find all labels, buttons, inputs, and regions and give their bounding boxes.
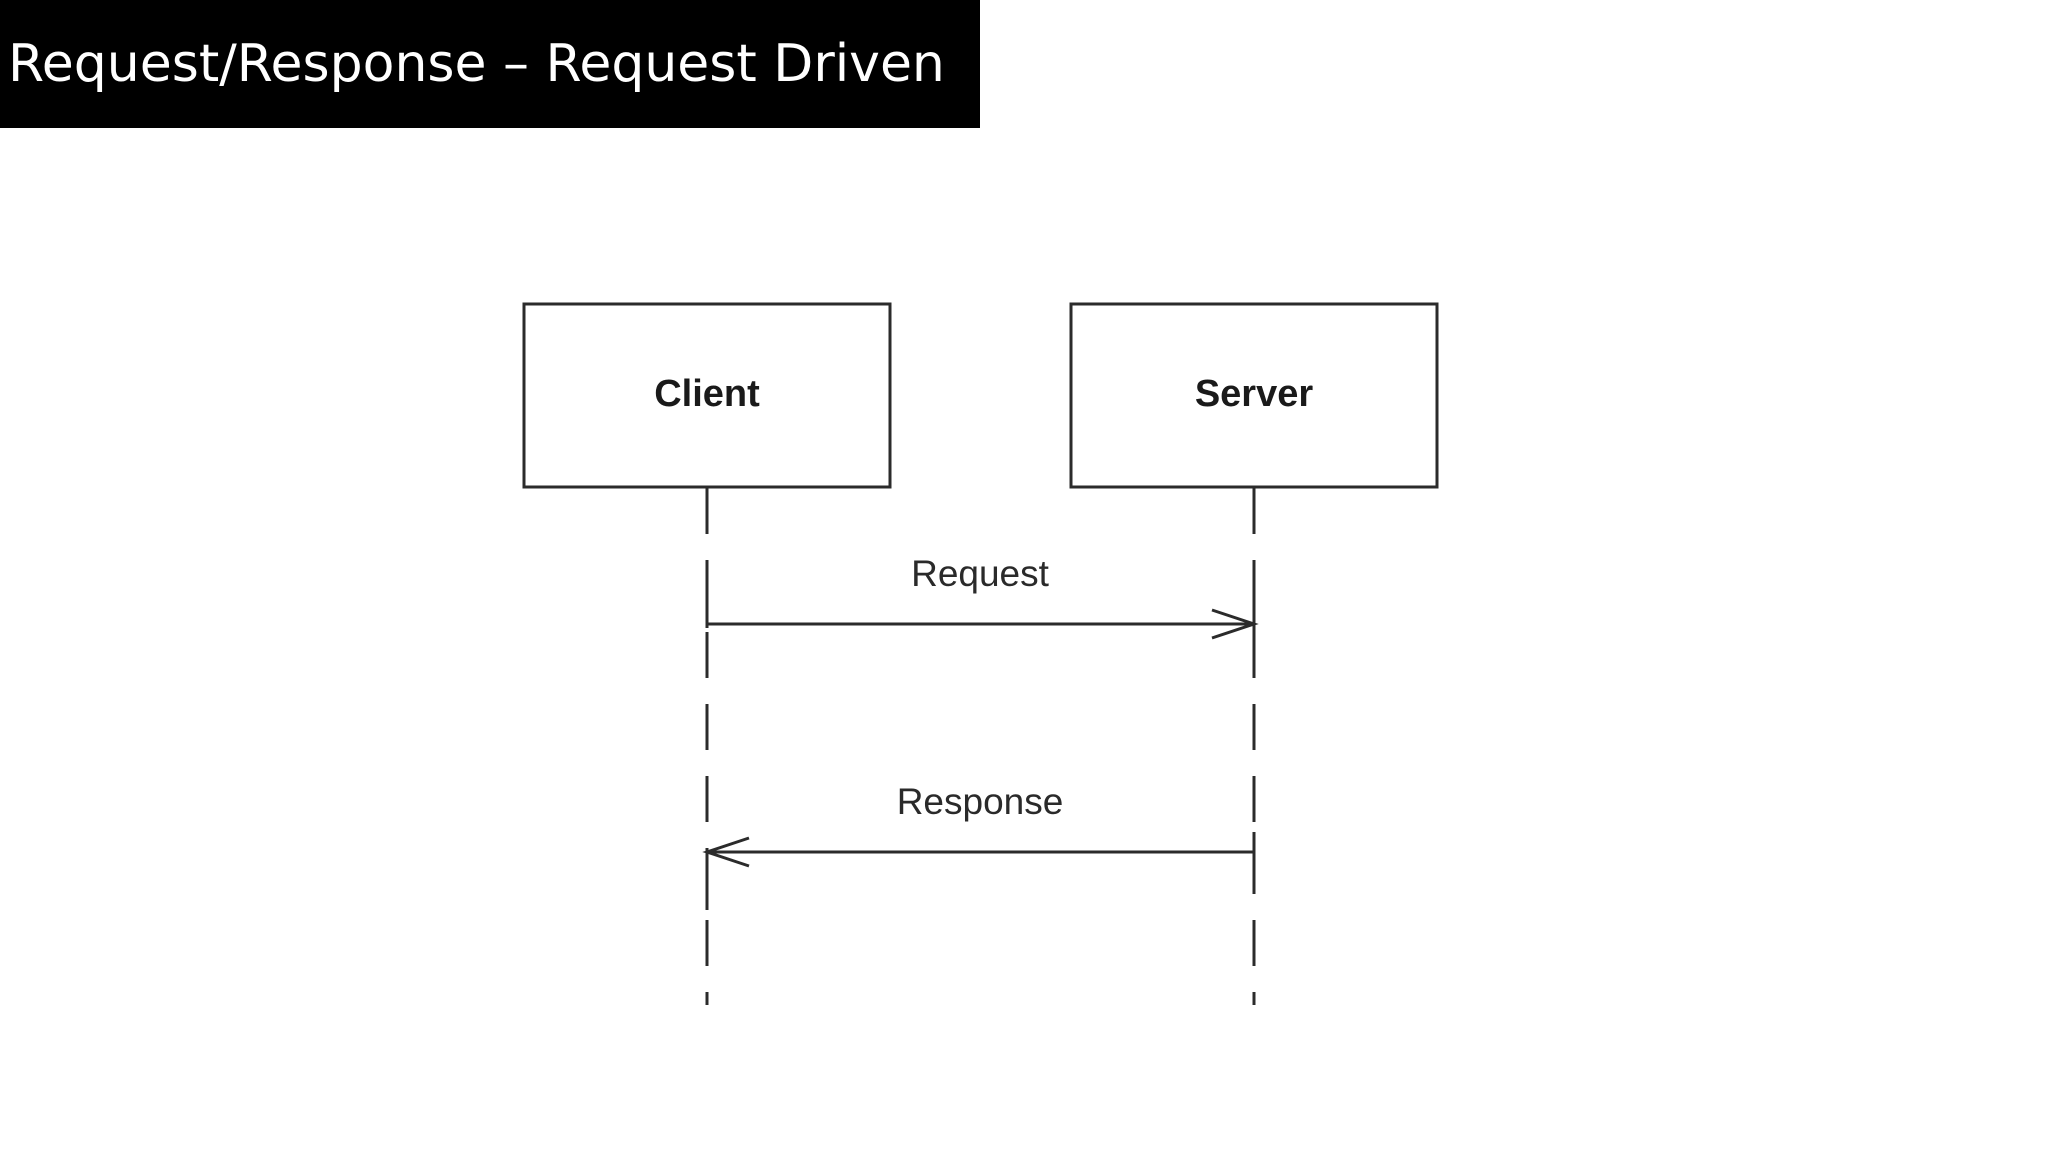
response-message: Response	[702, 781, 1254, 868]
client-box	[522, 302, 892, 489]
request-arrowhead-icon	[1211, 608, 1259, 640]
client-lifeline-head: Client	[522, 302, 892, 489]
slide-title: Request/Response – Request Driven	[8, 34, 945, 94]
client-label: Client	[654, 373, 760, 415]
response-arrowhead-icon	[702, 836, 750, 868]
response-label: Response	[897, 781, 1064, 822]
title-bar: Request/Response – Request Driven	[0, 0, 980, 128]
request-label: Request	[911, 553, 1050, 594]
server-lifeline-head: Server	[1069, 302, 1439, 489]
server-label: Server	[1195, 373, 1314, 415]
request-message: Request	[707, 553, 1259, 640]
server-box	[1069, 302, 1439, 489]
